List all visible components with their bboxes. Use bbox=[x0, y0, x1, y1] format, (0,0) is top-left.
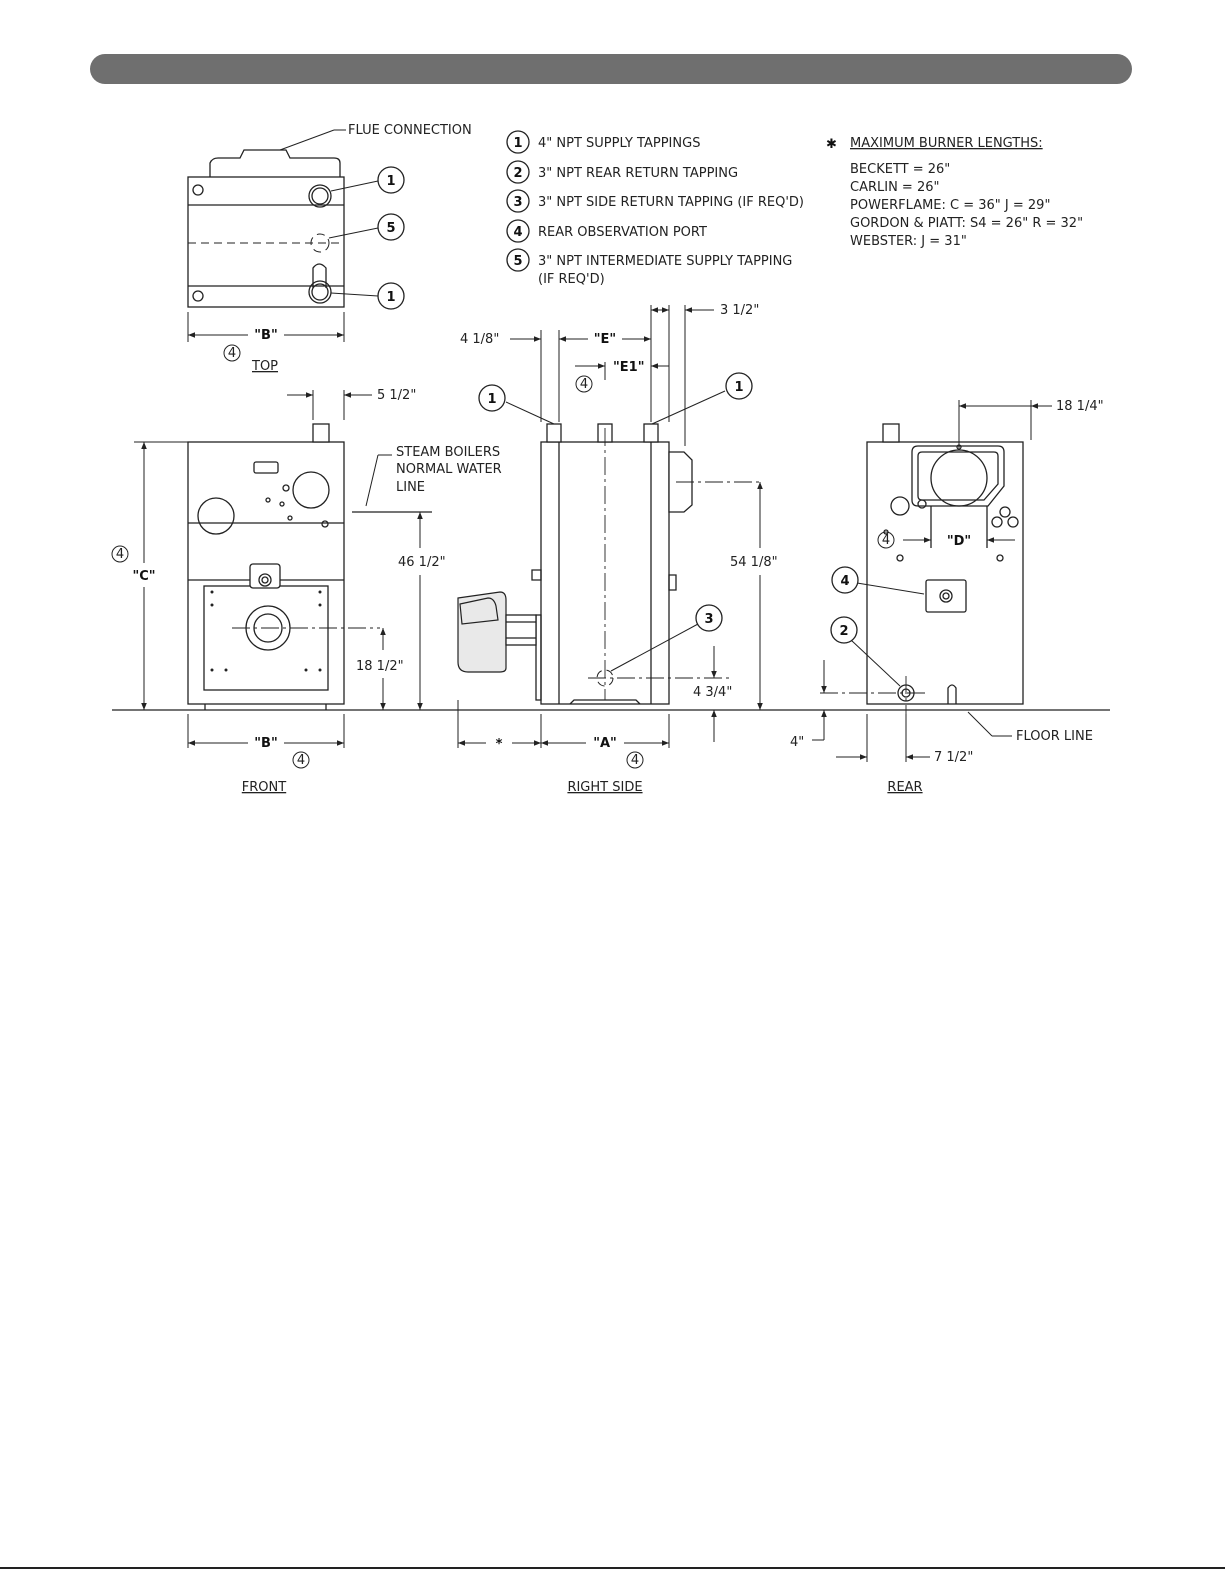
svg-text:3: 3 bbox=[513, 195, 522, 210]
dim-5-1-2: 5 1/2" bbox=[377, 388, 416, 403]
header-bar bbox=[90, 54, 1132, 84]
svg-text:1: 1 bbox=[487, 392, 496, 407]
dim-18-1-2: 18 1/2" bbox=[356, 659, 404, 674]
svg-text:1: 1 bbox=[513, 136, 522, 151]
callout-1-side-left bbox=[478, 384, 506, 412]
legend-item-4: REAR OBSERVATION PORT bbox=[538, 225, 707, 240]
burner-line: CARLIN = 26" bbox=[850, 180, 939, 195]
svg-text:NORMAL WATER: NORMAL WATER bbox=[396, 462, 502, 477]
view-label-front: FRONT bbox=[242, 780, 286, 795]
flue-connection-label: FLUE CONNECTION bbox=[348, 123, 472, 138]
view-label-rear: REAR bbox=[887, 780, 922, 795]
dim-18-1-4: 18 1/4" bbox=[1056, 399, 1104, 414]
asterisk-icon: ✱ bbox=[826, 137, 837, 152]
rear-view-outline bbox=[866, 441, 1024, 705]
svg-text:2: 2 bbox=[513, 166, 522, 181]
dim-4-3-4: 4 3/4" bbox=[693, 685, 732, 700]
dim-burner-length: * bbox=[496, 737, 503, 752]
callout-1-top-lower bbox=[377, 282, 405, 310]
view-label-right-side: RIGHT SIDE bbox=[567, 780, 642, 795]
svg-text:4: 4 bbox=[116, 547, 124, 562]
dim-B-front: "B" bbox=[254, 736, 277, 751]
svg-text:3: 3 bbox=[704, 612, 713, 627]
svg-text:STEAM BOILERS: STEAM BOILERS bbox=[396, 445, 500, 460]
right-side-view: 1 1 3 4 1/8" "E" 3 1/2" "E1" 4 54 1/8" bbox=[457, 303, 778, 795]
callout-5-top bbox=[377, 213, 405, 241]
dim-E1: "E1" bbox=[613, 360, 644, 375]
dim-46-1-2: 46 1/2" bbox=[398, 555, 446, 570]
dim-7-1-2: 7 1/2" bbox=[934, 750, 973, 765]
front-view: 5 1/2" "C" 4 "B" 4 FRONT bbox=[111, 388, 416, 795]
burner-notes: ✱ MAXIMUM BURNER LENGTHS: BECKETT = 26" … bbox=[826, 136, 1083, 249]
dim-54-1-8: 54 1/8" bbox=[730, 555, 778, 570]
svg-text:4: 4 bbox=[228, 346, 236, 361]
dim-D: "D" bbox=[947, 534, 971, 549]
legend-item-2: 3" NPT REAR RETURN TAPPING bbox=[538, 166, 738, 181]
floor-line-label: FLOOR LINE bbox=[1016, 729, 1093, 744]
svg-text:1: 1 bbox=[386, 174, 395, 189]
dim-4-1-8: 4 1/8" bbox=[460, 332, 499, 347]
dim-A: "A" bbox=[593, 736, 617, 751]
legend-item-3: 3" NPT SIDE RETURN TAPPING (IF REQ'D) bbox=[538, 195, 804, 210]
legend-item-1: 4" NPT SUPPLY TAPPINGS bbox=[538, 136, 700, 151]
steam-water-line: STEAM BOILERS NORMAL WATER LINE 46 1/2" … bbox=[352, 445, 502, 710]
svg-text:LINE: LINE bbox=[396, 480, 425, 495]
svg-text:4: 4 bbox=[882, 533, 890, 548]
dim-E: "E" bbox=[594, 332, 616, 347]
callout-4-rear bbox=[831, 566, 859, 594]
top-view: FLUE CONNECTION 1 5 1 "B" 4 TOP bbox=[187, 123, 472, 374]
svg-text:4: 4 bbox=[297, 753, 305, 768]
dim-C: "C" bbox=[132, 569, 155, 584]
rear-view: "D" 4 18 1/4" 4 2 4" 7 1/2" FLOOR LINE R… bbox=[790, 399, 1104, 795]
burner-line: WEBSTER: J = 31" bbox=[850, 234, 967, 249]
dim-B-top: "B" bbox=[254, 328, 277, 343]
svg-text:4: 4 bbox=[840, 574, 849, 589]
callout-legend: 1 4" NPT SUPPLY TAPPINGS 2 3" NPT REAR R… bbox=[506, 130, 804, 287]
top-view-outline bbox=[187, 176, 345, 308]
view-label-top: TOP bbox=[251, 359, 278, 374]
svg-text:4: 4 bbox=[513, 225, 522, 240]
callout-1-side-right bbox=[725, 372, 753, 400]
burner-notes-title: MAXIMUM BURNER LENGTHS: bbox=[850, 136, 1043, 151]
svg-text:4: 4 bbox=[580, 377, 588, 392]
svg-text:5: 5 bbox=[386, 221, 395, 236]
burner-line: BECKETT = 26" bbox=[850, 162, 950, 177]
burner-line: POWERFLAME: C = 36" J = 29" bbox=[850, 198, 1050, 213]
callout-3-side bbox=[695, 604, 723, 632]
legend-item-5-cont: (IF REQ'D) bbox=[538, 272, 605, 287]
callout-1-top bbox=[377, 166, 405, 194]
footer-rule bbox=[0, 1567, 1225, 1569]
svg-text:1: 1 bbox=[386, 290, 395, 305]
callout-2-rear bbox=[830, 616, 858, 644]
dim-3-1-2: 3 1/2" bbox=[720, 303, 759, 318]
legend-item-5: 3" NPT INTERMEDIATE SUPPLY TAPPING bbox=[538, 254, 792, 269]
svg-text:4: 4 bbox=[631, 753, 639, 768]
svg-text:2: 2 bbox=[839, 624, 848, 639]
burner-line: GORDON & PIATT: S4 = 26" R = 32" bbox=[850, 216, 1083, 231]
svg-text:5: 5 bbox=[513, 254, 522, 269]
dim-4: 4" bbox=[790, 735, 804, 750]
svg-text:1: 1 bbox=[734, 380, 743, 395]
